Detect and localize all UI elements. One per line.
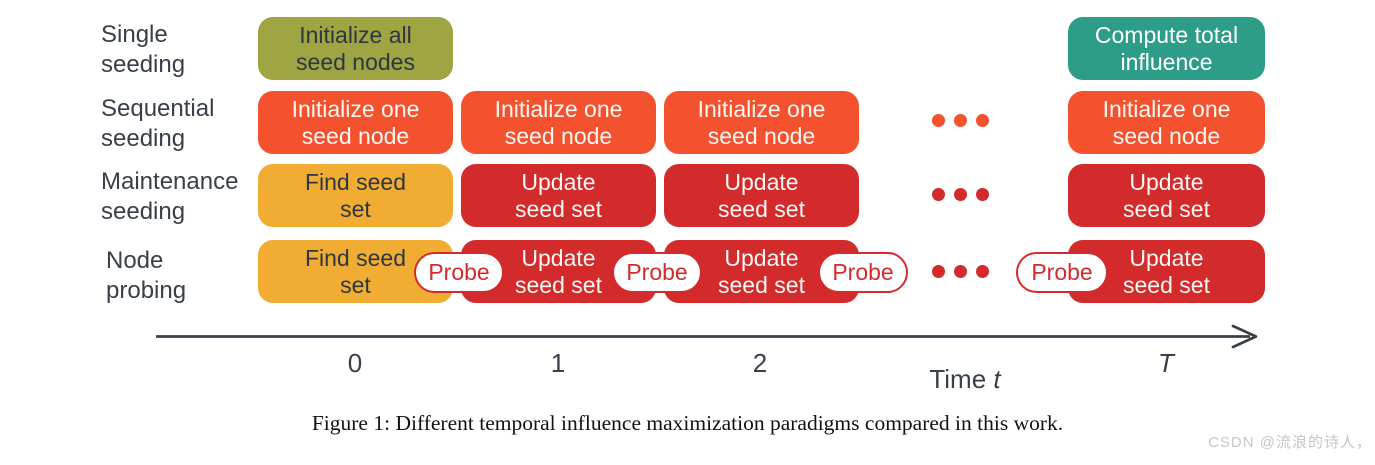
arrowhead-icon: [1231, 324, 1258, 349]
watermark-csdn: CSDN @流浪的诗人，: [1208, 434, 1372, 451]
box-find-seed-set-maintenance: Find seed set: [258, 164, 453, 227]
box-update-seed-set-1: Update seed set: [461, 164, 656, 227]
box-initialize-all-seed-nodes: Initialize all seed nodes: [258, 17, 453, 80]
probe-pill-2: Probe: [612, 252, 702, 293]
probe-pill-3: Probe: [818, 252, 908, 293]
row-label-node-probing: Node probing: [106, 247, 187, 304]
box-update-seed-set-T: Update seed set: [1068, 164, 1265, 227]
row-label-single-seeding: Single seeding: [101, 21, 186, 78]
dot: [932, 265, 945, 278]
row-label-maintenance-seeding: Maintenance seeding: [101, 168, 239, 225]
box-initialize-one-seed-node-3: Initialize one seed node: [664, 91, 859, 154]
dot: [932, 114, 945, 127]
axis-label-time-prefix: Time: [929, 364, 994, 394]
box-update-seed-set-2: Update seed set: [664, 164, 859, 227]
ellipsis-probing: [932, 265, 989, 278]
figure-caption: Figure 1: Different temporal influence m…: [311, 411, 1064, 435]
axis-tick-1: 1: [550, 348, 566, 378]
row-label-sequential-seeding: Sequential seeding: [101, 95, 215, 152]
axis-label-time-var: t: [993, 364, 1001, 394]
probe-pill-4: Probe: [1016, 252, 1108, 293]
dot: [976, 265, 989, 278]
dot: [932, 188, 945, 201]
dot: [954, 188, 967, 201]
ellipsis-sequential: [932, 114, 989, 127]
box-initialize-one-seed-node-2: Initialize one seed node: [461, 91, 656, 154]
axis-label-time: Time t: [929, 364, 1000, 395]
ellipsis-maintenance: [932, 188, 989, 201]
dot: [976, 114, 989, 127]
box-compute-total-influence: Compute total influence: [1068, 17, 1265, 80]
box-initialize-one-seed-node-1: Initialize one seed node: [258, 91, 453, 154]
dot: [954, 114, 967, 127]
dot: [976, 188, 989, 201]
box-initialize-one-seed-node-T: Initialize one seed node: [1068, 91, 1265, 154]
axis-tick-2: 2: [752, 348, 768, 378]
axis-tick-0: 0: [347, 348, 363, 378]
probe-pill-1: Probe: [414, 252, 504, 293]
axis-tick-T: T: [1158, 348, 1174, 378]
dot: [954, 265, 967, 278]
